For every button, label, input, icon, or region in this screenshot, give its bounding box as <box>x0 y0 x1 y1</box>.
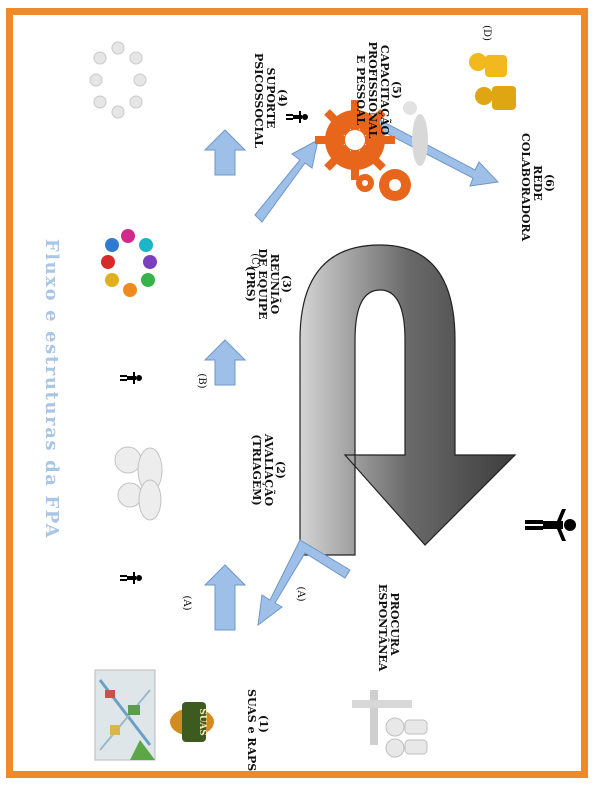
node-1-label: (1) SUAS e RAPS <box>245 689 270 772</box>
node-6-number: (6) <box>543 173 556 193</box>
procura-text-1: PROCURA <box>388 592 401 656</box>
big-curved-arrow <box>299 244 517 556</box>
arrow-3-to-4 <box>203 129 247 176</box>
node-1-text: SUAS e RAPS <box>245 689 258 772</box>
node-5-text-3: E PESSOAL <box>354 54 367 126</box>
node-1-number: (1) <box>257 714 270 734</box>
node-4-number: (4) <box>276 88 289 108</box>
node-5-label: (5) CAPACITAÇÃO PROFISSIONAL E PESSOAL <box>354 40 403 140</box>
person-icon-3 <box>286 111 308 123</box>
suas-logo <box>170 702 214 742</box>
node-4-text-2: PSICOSSOCIAL <box>252 53 265 149</box>
node-2-number: (2) <box>274 460 287 480</box>
gears-image <box>315 100 428 201</box>
node-2-text-1: AVALIAÇÃO <box>262 433 275 507</box>
node-2-text-2: (TRIAGEM) <box>250 434 263 506</box>
person-icon-1 <box>120 572 142 584</box>
node-5-text-1: CAPACITAÇÃO <box>378 44 391 136</box>
edge-label-d: (D) <box>481 25 492 41</box>
arrow-3-to-5 <box>254 139 319 223</box>
node-2-label: (2) AVALIAÇÃO (TRIAGEM) <box>250 430 287 510</box>
procura-espontanea-label: PROCURA ESPONTÂNEA <box>376 584 401 672</box>
node-5-number: (5) <box>390 80 403 100</box>
node-6-text-2: COLABORADORA <box>519 133 532 242</box>
edge-label-a-1: (A) <box>181 595 192 611</box>
suas-logo-text: SUAS <box>197 708 207 736</box>
edge-label-c: (C) <box>249 253 260 269</box>
node-6-text-1: REDE <box>531 165 544 201</box>
arrow-1-to-2 <box>203 564 247 631</box>
arrow-2-to-3 <box>203 339 247 386</box>
node-6-label: (6) REDE COLABORADORA <box>519 133 556 242</box>
support-circle-image <box>89 41 147 119</box>
person-icon-large <box>525 509 576 541</box>
node-5-text-2: PROFISSIONAL <box>366 41 379 139</box>
edge-label-b: (B) <box>196 373 207 389</box>
edge-label-a-2: (A) <box>295 586 306 602</box>
node-4-text-1: SUPORTE <box>264 67 277 129</box>
arrow-procura-to-1 <box>257 539 351 627</box>
flow-arrows <box>203 119 500 631</box>
door-figures-image <box>352 690 428 758</box>
procura-text-2: ESPONTÂNEA <box>376 584 389 672</box>
triage-figures-image <box>114 446 163 521</box>
person-icons <box>120 111 576 584</box>
collaboration-icon <box>469 53 516 110</box>
person-icon-2 <box>120 372 142 384</box>
node-4-label: (4) SUPORTE PSICOSSOCIAL <box>252 53 289 149</box>
diagram-title: Fluxo e estruturas da FPA <box>41 238 62 540</box>
page-frame <box>6 8 588 778</box>
node-3-text-1: REUNIÃO <box>268 253 281 315</box>
node-3-number: (3) <box>280 274 293 294</box>
map-image <box>94 669 156 761</box>
team-circle-image <box>101 229 157 297</box>
